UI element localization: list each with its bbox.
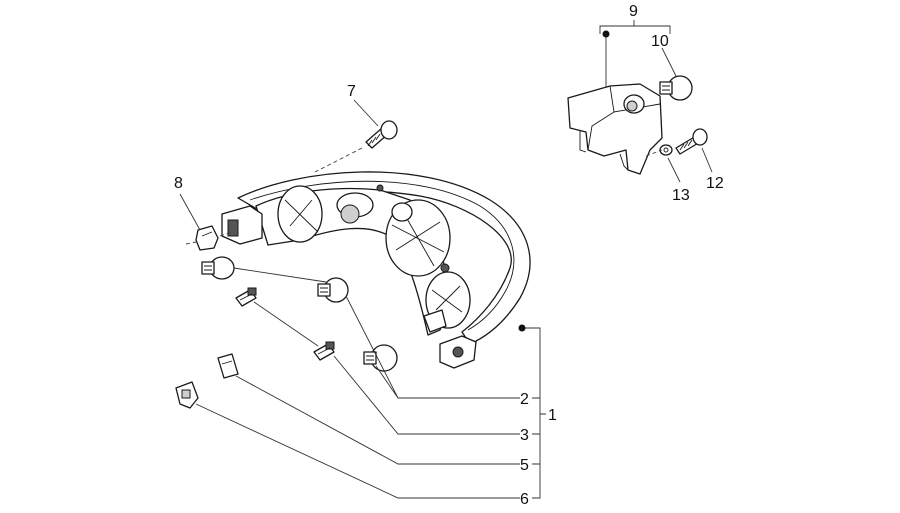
license-light-assembly-part-9 [567,83,663,175]
callout-10: 10 [651,33,669,50]
callout-6: 6 [520,491,529,508]
bulb-part-2-b [317,277,349,303]
callout-13: 13 [672,187,690,204]
bulb-part-3-a [235,287,257,307]
callout-7: 7 [347,83,356,100]
leader-part-5 [235,375,520,465]
callout-2: 2 [520,391,529,408]
screw-part-7 [365,120,398,149]
tail-light-assembly [221,171,531,369]
washer-part-13 [659,144,673,156]
leader-part-2 [233,267,520,399]
leader-part-13 [667,157,681,183]
bulb-part-2-a [201,256,235,280]
bracket-part-1-dot [518,324,526,332]
callout-12: 12 [706,175,724,192]
callout-5: 5 [520,457,529,474]
clip-8-axis-line [219,231,233,237]
leader-part-12 [701,147,713,173]
callout-8: 8 [174,175,183,192]
clip-8-lower-line [185,241,197,245]
bracket-part-9-dot [602,30,610,38]
clip-part-5 [217,353,239,379]
leader-part-10 [661,47,677,77]
callout-1: 1 [548,407,557,424]
screw-7-axis-line [314,147,363,173]
bracket-part-1 [522,327,546,499]
screw-part-12 [675,128,708,155]
bracket-part-9 [599,20,671,34]
part-9-axis-line [645,149,663,157]
bulb-part-3-b [313,341,335,361]
bulb-part-2-c [363,344,398,372]
bulb-part-10 [659,75,693,101]
leader-part-7 [353,99,379,127]
nut-part-6 [175,381,199,409]
leader-part-3 [253,301,520,435]
callout-9: 9 [629,3,638,20]
leader-part-6 [195,403,520,499]
callout-3: 3 [520,427,529,444]
clip-part-8 [195,225,219,251]
leader-part-8 [179,193,201,231]
